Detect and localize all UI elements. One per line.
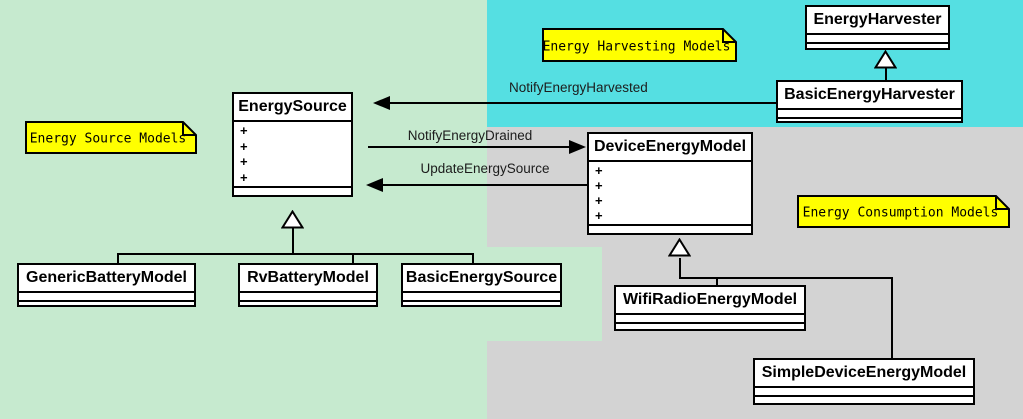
generalization-branch-line <box>117 253 474 255</box>
class-methods-empty <box>19 302 194 305</box>
generalization-line <box>679 258 681 279</box>
class-methods-empty <box>240 302 376 305</box>
attribute-item: + <box>595 208 603 223</box>
arrowhead-left-icon <box>366 178 383 192</box>
class-methods-empty <box>755 397 973 403</box>
generalization-triangle-icon <box>281 210 304 229</box>
class-title: GenericBatteryModel <box>19 265 194 293</box>
class-title: WifiRadioEnergyModel <box>616 287 804 315</box>
note-energy-harvesting-models: Energy Harvesting Models <box>542 28 737 62</box>
class-box-energysource: EnergySource + + + + <box>232 92 353 197</box>
arrowhead-left-icon <box>373 96 390 110</box>
note-shape-icon <box>25 121 197 154</box>
arrowhead-right-icon <box>569 140 586 154</box>
generalization-line <box>352 253 354 264</box>
notify-energy-drained-line <box>368 146 571 148</box>
class-box-rvbatterymodel: RvBatteryModel <box>238 263 378 307</box>
generalization-triangle-icon <box>668 238 691 257</box>
class-methods-empty <box>234 188 351 195</box>
note-text: Energy Consumption Models <box>802 205 999 221</box>
class-methods-empty <box>589 226 751 233</box>
class-methods-empty <box>807 44 948 48</box>
class-title: EnergySource <box>234 94 351 122</box>
generalization-line <box>885 67 887 81</box>
class-title: DeviceEnergyModel <box>589 134 751 162</box>
generalization-triangle-icon <box>874 50 897 69</box>
class-attributes-empty <box>755 388 973 397</box>
edge-label-update-energy-source: UpdateEnergySource <box>420 161 550 176</box>
class-attributes-empty <box>807 35 948 44</box>
class-title: SimpleDeviceEnergyModel <box>755 360 973 388</box>
class-box-basicenergyharvester: BasicEnergyHarvester <box>776 80 963 123</box>
note-energy-source-models: Energy Source Models <box>25 121 197 154</box>
class-box-energyharvester: EnergyHarvester <box>805 5 950 50</box>
class-box-genericbatterymodel: GenericBatteryModel <box>17 263 196 307</box>
note-shape-icon <box>542 28 737 62</box>
region-energy-source-models <box>0 0 487 419</box>
generalization-branch-line <box>679 277 893 279</box>
class-box-wifiradioenergymodel: WifiRadioEnergyModel <box>614 285 806 331</box>
attribute-item: + <box>595 193 603 208</box>
attribute-item: + <box>240 123 248 139</box>
note-text: Energy Source Models <box>29 131 187 147</box>
class-box-deviceenergymodel: DeviceEnergyModel + + + + <box>587 132 753 235</box>
class-methods-empty <box>616 324 804 329</box>
edge-label-notify-energy-harvested: NotifyEnergyHarvested <box>509 80 648 95</box>
class-title: BasicEnergyHarvester <box>778 82 961 110</box>
generalization-line <box>292 228 294 255</box>
edge-label-notify-energy-drained: NotifyEnergyDrained <box>407 128 533 143</box>
class-title: BasicEnergySource <box>403 265 560 293</box>
generalization-line <box>117 253 119 264</box>
class-attributes: + + + + <box>589 162 751 226</box>
generalization-line <box>891 277 893 359</box>
class-attributes-empty <box>778 110 961 119</box>
attribute-item: + <box>240 169 248 185</box>
attribute-item: + <box>595 163 603 178</box>
generalization-line <box>472 253 474 264</box>
generalization-line <box>716 277 718 286</box>
attribute-item: + <box>240 154 248 170</box>
class-methods-empty <box>403 302 560 305</box>
note-shape-icon <box>797 195 1010 228</box>
class-attributes-empty <box>19 293 194 302</box>
attribute-item: + <box>240 138 248 154</box>
class-box-basicenergysource: BasicEnergySource <box>401 263 562 307</box>
class-box-simpledeviceenergymodel: SimpleDeviceEnergyModel <box>753 358 975 405</box>
update-energy-source-line <box>383 184 587 186</box>
class-attributes-empty <box>240 293 376 302</box>
note-energy-consumption-models: Energy Consumption Models <box>797 195 1010 228</box>
notify-energy-harvested-line <box>388 102 776 104</box>
class-title: EnergyHarvester <box>807 7 948 35</box>
class-attributes-empty <box>403 293 560 302</box>
class-attributes-empty <box>616 315 804 324</box>
note-text: Energy Harvesting Models <box>542 39 731 55</box>
attribute-item: + <box>595 178 603 193</box>
class-methods-empty <box>778 119 961 121</box>
class-attributes: + + + + <box>234 122 351 188</box>
class-title: RvBatteryModel <box>240 265 376 293</box>
